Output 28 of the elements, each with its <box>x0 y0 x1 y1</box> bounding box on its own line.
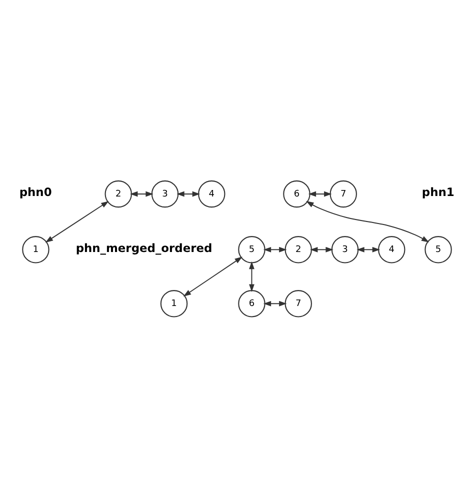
node-circle: 1 <box>160 290 188 318</box>
arrow <box>263 246 287 252</box>
node-circle: 6 <box>238 290 266 318</box>
arrow <box>249 261 254 292</box>
arrow <box>356 246 380 252</box>
node-circle: 7 <box>284 290 312 318</box>
arrow <box>130 191 154 197</box>
node-circle: 3 <box>331 236 359 264</box>
arrow <box>45 201 109 243</box>
label: phn_merged_ordered <box>76 240 212 255</box>
arrow <box>183 256 242 297</box>
node-circle: 3 <box>151 180 179 208</box>
node-circle: 2 <box>104 180 132 208</box>
node-circle: 5 <box>424 236 452 264</box>
arrow <box>310 246 334 252</box>
node-circle: 4 <box>378 236 406 264</box>
label: phn1 <box>422 185 454 200</box>
node-circle: 4 <box>198 180 226 208</box>
arrow <box>263 300 287 306</box>
label: phn0 <box>19 185 52 200</box>
node-circle: 7 <box>330 180 357 208</box>
node-circle: 1 <box>22 236 50 264</box>
arrow <box>308 191 332 197</box>
node-circle: 5 <box>238 236 266 264</box>
node-circle: 6 <box>283 180 310 208</box>
arrow <box>176 191 200 197</box>
node-circle: 2 <box>284 236 312 264</box>
arrow <box>306 201 430 242</box>
